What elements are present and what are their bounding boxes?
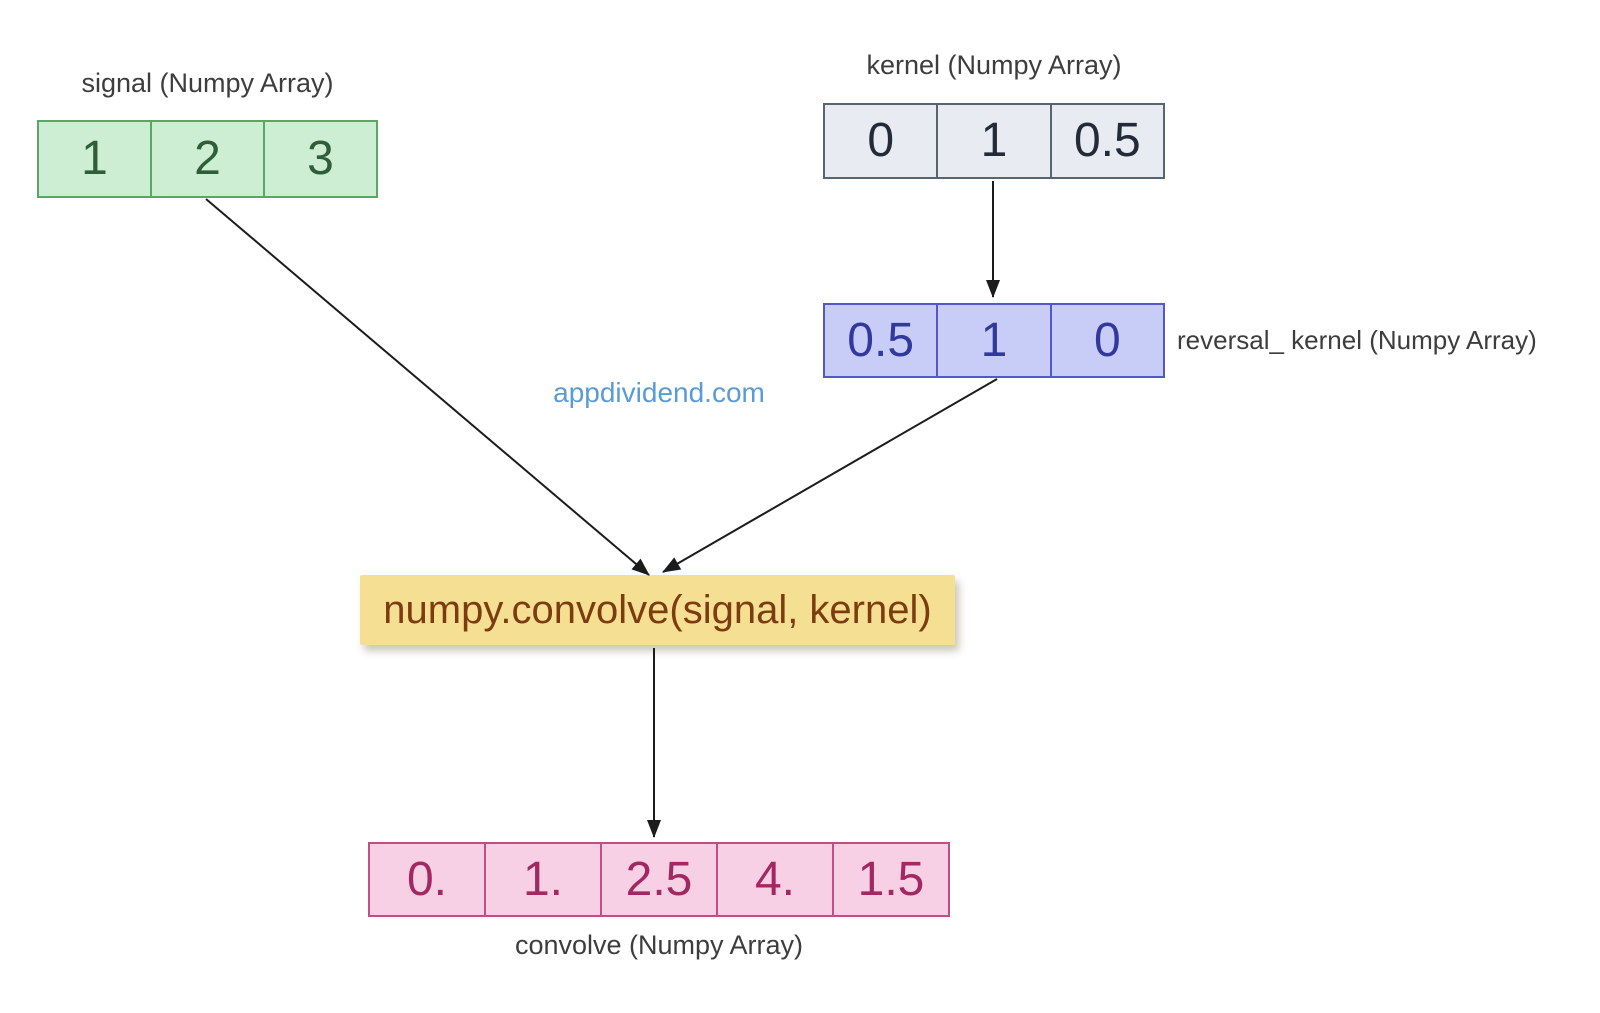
reversal-kernel-array: 0.5 1 0 (823, 303, 1165, 378)
array-cell: 1 (39, 122, 152, 196)
array-cell: 2 (152, 122, 265, 196)
array-cell: 1.5 (857, 852, 925, 906)
convolve-array-label: convolve (Numpy Array) (514, 930, 804, 960)
array-cell: 1. (486, 844, 602, 915)
array-cell: 0 (1093, 313, 1121, 367)
signal-array-label: signal (Numpy Array) (81, 68, 334, 98)
array-cell: 1 (938, 305, 1052, 376)
array-cell: 1 (938, 105, 1052, 177)
convolve-result-array: 0. 1. 2.5 4. 1.5 (368, 842, 950, 917)
array-cell: 0 (825, 105, 939, 177)
array-cell: 0.5 (825, 305, 939, 376)
array-cell: 0. (370, 844, 486, 915)
kernel-array-label: kernel (Numpy Array) (866, 50, 1122, 80)
kernel-array: 0 1 0.5 (823, 103, 1165, 179)
array-cell: 3 (307, 132, 334, 185)
signal-array: 1 2 3 (37, 120, 378, 198)
watermark-text: appdividend.com (553, 377, 765, 408)
reversal-kernel-array-label: reversal_ kernel (Numpy Array) (1177, 325, 1537, 355)
array-cell: 0.5 (1073, 114, 1141, 167)
array-cell: 4. (718, 844, 834, 915)
array-cell: 2.5 (602, 844, 718, 915)
convolve-function-label: numpy.convolve(signal, kernel) (383, 587, 932, 632)
convolve-function-box: numpy.convolve(signal, kernel) (360, 575, 955, 645)
